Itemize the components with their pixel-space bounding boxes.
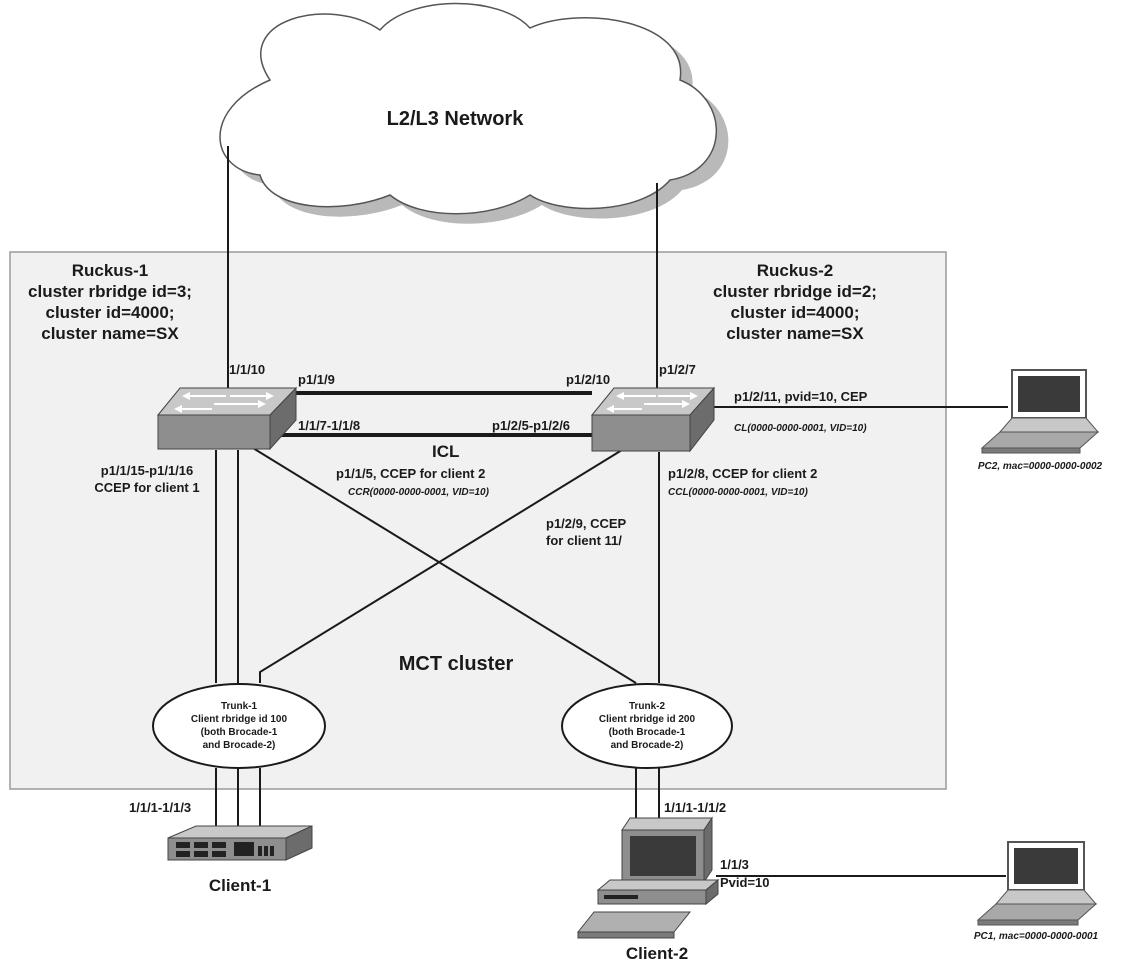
trunk1-ellipse [152, 683, 326, 769]
r2-ccl-table: CCL(0000-0000-0001, VID=10) [668, 487, 808, 498]
port-r1-client2: p1/1/5, CCEP for client 2 [336, 466, 485, 481]
port-r1-icl: 1/1/7-1/1/8 [298, 418, 360, 433]
trunk1-label: Trunk-1 Client rbridge id 100 (both Broc… [191, 701, 288, 751]
port-r2-client2: p1/2/8, CCEP for client 2 [668, 466, 817, 481]
pc1-laptop-icon [976, 841, 1098, 926]
client2-computer-icon [576, 816, 720, 939]
ruckus2-cluster-name: cluster name=SX [726, 324, 864, 343]
pc2-label: PC2, mac=0000-0000-0002 [978, 461, 1103, 472]
port-r1-ccep-client1: p1/1/15-p1/1/16 [101, 463, 194, 478]
port-r2-client1: p1/2/9, CCEP [546, 516, 627, 531]
client1-label: Client-1 [209, 876, 271, 895]
port-r1-uplink: 1/1/10 [229, 362, 265, 377]
ruckus2-name: Ruckus-2 [757, 261, 834, 280]
trunk2-rbridge: Client rbridge id 200 [599, 714, 696, 725]
port-r2-client1-line2: for client 11/ [546, 533, 622, 548]
mct-cluster-box [9, 251, 947, 790]
port-r1-top: p1/1/9 [298, 372, 335, 387]
pc1-label: PC1, mac=0000-0000-0001 [974, 931, 1099, 942]
cloud-shape [219, 2, 729, 224]
ruckus1-name: Ruckus-1 [72, 261, 149, 280]
client2-label: Client-2 [626, 944, 688, 963]
ruckus2-cluster-id: cluster id=4000; [731, 303, 860, 322]
mct-cluster-label: MCT cluster [399, 653, 514, 675]
client1-ports: 1/1/1-1/1/3 [129, 800, 191, 815]
trunk1-note-line1: (both Brocade-1 [201, 727, 278, 738]
link-r1-trunk2 [247, 444, 637, 684]
port-r2-icl: p1/2/5-p1/2/6 [492, 418, 570, 433]
cloud-label: L2/L3 Network [387, 108, 525, 130]
trunk2-label: Trunk-2 Client rbridge id 200 (both Broc… [599, 701, 696, 751]
port-r2-uplink: p1/2/7 [659, 362, 696, 377]
ruckus2-rbridge: cluster rbridge id=2; [713, 282, 877, 301]
client2-ports: 1/1/1-1/1/2 [664, 800, 726, 815]
ruckus2-label: Ruckus-2 cluster rbridge id=2; cluster i… [713, 261, 877, 343]
ruckus2-switch [590, 386, 716, 453]
ruckus1-cluster-name: cluster name=SX [41, 324, 179, 343]
trunk1-rbridge: Client rbridge id 100 [191, 714, 288, 725]
port-r2-cep: p1/2/11, pvid=10, CEP [734, 389, 868, 404]
link-r2-trunk1 [259, 449, 623, 683]
client2-pvid: Pvid=10 [720, 875, 770, 890]
r2-cl-table: CL(0000-0000-0001, VID=10) [734, 423, 867, 434]
ruckus1-cluster-id: cluster id=4000; [46, 303, 175, 322]
switch-arrows-icon [174, 392, 274, 413]
ruckus1-rbridge: cluster rbridge id=3; [28, 282, 192, 301]
client2-pc-port: 1/1/3 [720, 857, 749, 872]
icl-label: ICL [432, 442, 459, 461]
trunk2-note-line2: and Brocade-2) [611, 740, 684, 751]
trunk1-name: Trunk-1 [221, 701, 258, 712]
ruckus1-switch [156, 386, 298, 451]
ruckus1-label: Ruckus-1 cluster rbridge id=3; cluster i… [28, 261, 192, 343]
switch-arrows-icon [606, 392, 698, 413]
trunk1-note-line2: and Brocade-2) [203, 740, 276, 751]
client1-device-icon [167, 825, 313, 861]
r1-ccr-table: CCR(0000-0000-0001, VID=10) [348, 487, 490, 498]
pc2-laptop-icon [980, 369, 1100, 454]
trunk2-name: Trunk-2 [629, 701, 666, 712]
port-r2-top: p1/2/10 [566, 372, 610, 387]
ccep-client1-label: CCEP for client 1 [94, 480, 199, 495]
trunk2-ellipse [561, 683, 733, 769]
trunk2-note-line1: (both Brocade-1 [609, 727, 686, 738]
